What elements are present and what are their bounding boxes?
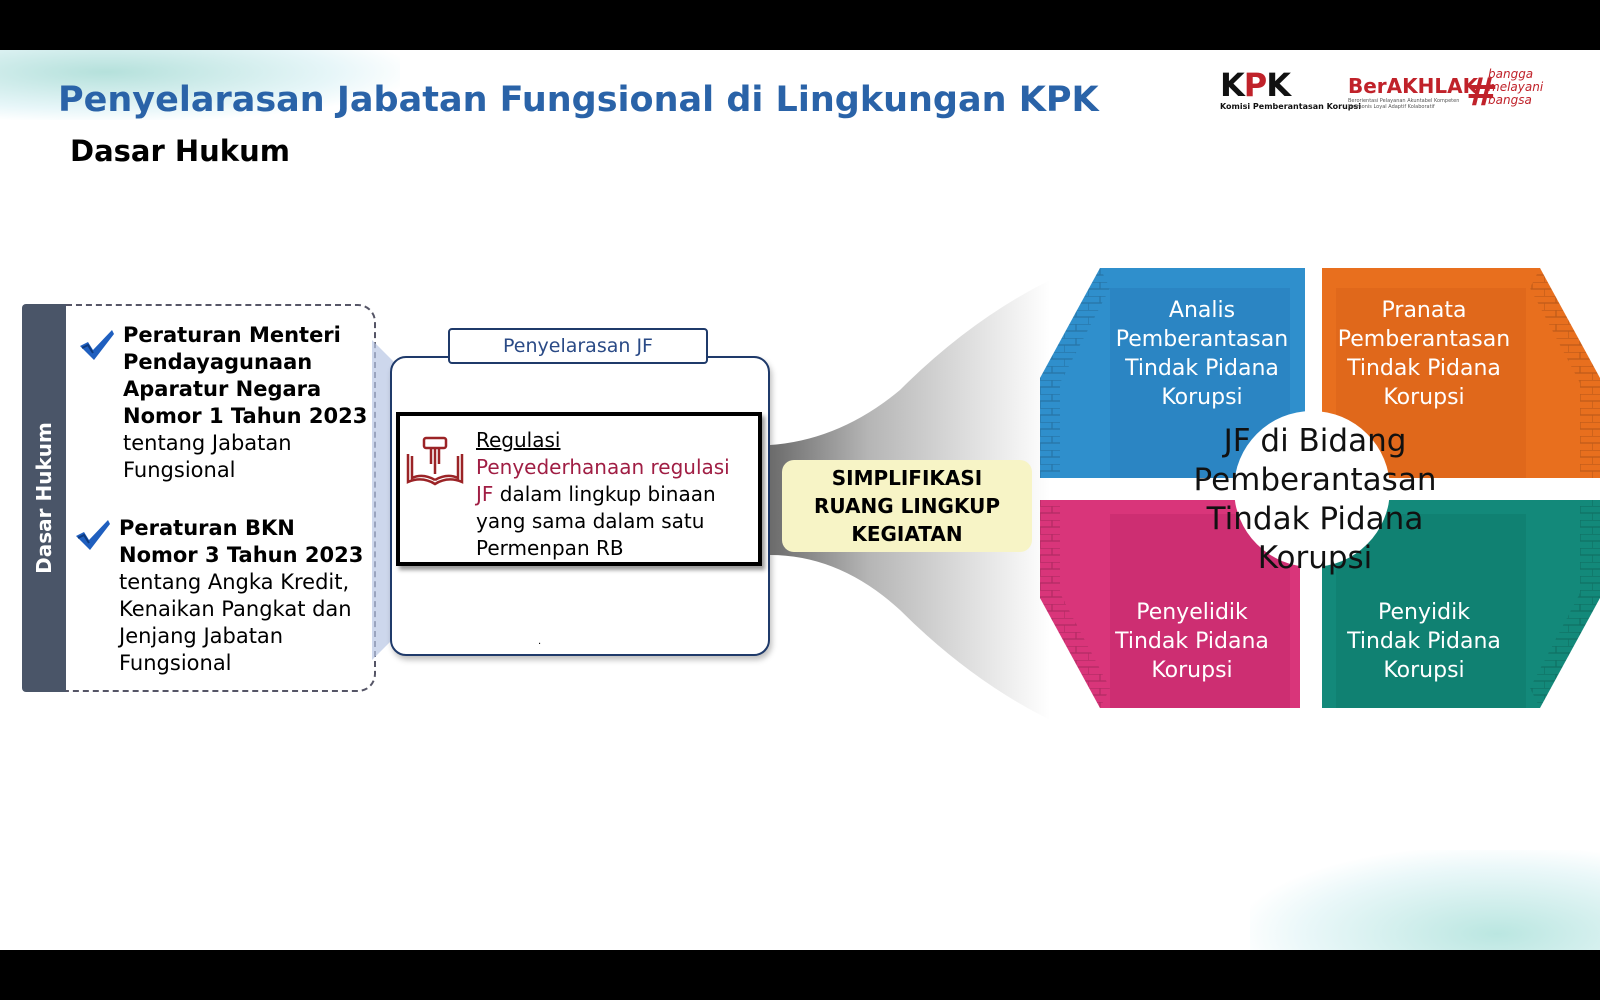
simplifikasi-box: SIMPLIFIKASI RUANG LINGKUP KEGIATAN [782, 460, 1032, 552]
kpk-logo-subtext: Komisi Pemberantasan Korupsi [1220, 102, 1362, 111]
decorative-wash [1250, 850, 1600, 950]
stray-dot: . [538, 636, 542, 647]
law-item-title: Peraturan BKN Nomor 3 Tahun 2023 [119, 516, 364, 567]
bangga-line: bangsa [1488, 93, 1532, 107]
quadrant-pranata-label: Pranata Pemberantasan Tindak Pidana Koru… [1337, 298, 1511, 410]
kpk-logo-text: KPK [1220, 66, 1291, 104]
dasar-hukum-sidebar [22, 304, 66, 692]
jf-quadrant-graphic [1040, 268, 1600, 708]
jf-center-title: JF di Bidang Pemberantasan Tindak Pidana… [1193, 423, 1437, 576]
simplifikasi-line: KEGIATAN [851, 522, 963, 546]
bangga-line: bangga [1488, 67, 1534, 81]
kpk-logo: KPK Komisi Pemberantasan Korupsi [1220, 66, 1361, 111]
simplifikasi-line: RUANG LINGKUP [813, 494, 1000, 518]
regulasi-text: dalam lingkup binaan yang sama dalam sat… [476, 482, 716, 560]
checkmark-icon [76, 520, 110, 550]
regulasi-box [396, 412, 762, 566]
simplifikasi-line: SIMPLIFIKASI [831, 466, 983, 490]
page-title: Penyelarasan Jabatan Fungsional di Lingk… [58, 80, 1099, 120]
logo-group: KPK Komisi Pemberantasan Korupsi BerAKHL… [1220, 66, 1550, 126]
law-item-desc: tentang Angka Kredit, Kenaikan Pangkat d… [119, 570, 352, 675]
law-item: Peraturan Menteri Pendayagunaan Aparatur… [123, 322, 373, 484]
quadrant-pranata [1322, 268, 1600, 478]
bangga-line: melayani [1488, 80, 1544, 94]
hashtag-icon: # [1466, 70, 1498, 114]
berakhlak-logo-subtext: Berorientasi Pelayanan Akuntabel Kompete… [1348, 98, 1460, 110]
berakhlak-logo-text: BerAKHLAK [1348, 74, 1479, 98]
quadrant-analis [1040, 268, 1305, 478]
penyelarasan-tab: Penyelarasan JF [448, 328, 708, 364]
slide: Penyelarasan Jabatan Fungsional di Lingk… [0, 50, 1600, 950]
law-item: Peraturan BKN Nomor 3 Tahun 2023 tentang… [119, 515, 373, 677]
decorative-wash [0, 50, 400, 120]
quadrant-analis-label: Analis Pemberantasan Tindak Pidana Korup… [1115, 298, 1289, 410]
dasar-hukum-label: Dasar Hukum [32, 422, 56, 574]
quadrant-penyelidik-label: Penyelidik Tindak Pidana Korupsi [1115, 600, 1269, 683]
regulasi-body: Penyederhanaan regulasi JF dalam lingkup… [476, 454, 746, 562]
regulasi-title: Regulasi [476, 428, 561, 452]
berakhlak-logo: BerAKHLAK Berorientasi Pelayanan Akuntab… [1348, 74, 1478, 110]
regulasi-highlight: Penyederhanaan regulasi JF [476, 455, 730, 506]
quadrant-penyidik [1322, 500, 1600, 708]
gavel-book-icon [406, 436, 464, 486]
checkmark-icon [80, 330, 114, 360]
law-item-desc: tentang Jabatan Fungsional [123, 431, 292, 482]
page-subtitle: Dasar Hukum [70, 134, 290, 168]
law-item-title: Peraturan Menteri Pendayagunaan Aparatur… [123, 323, 368, 428]
quadrant-penyidik-label: Penyidik Tindak Pidana Korupsi [1347, 600, 1501, 683]
